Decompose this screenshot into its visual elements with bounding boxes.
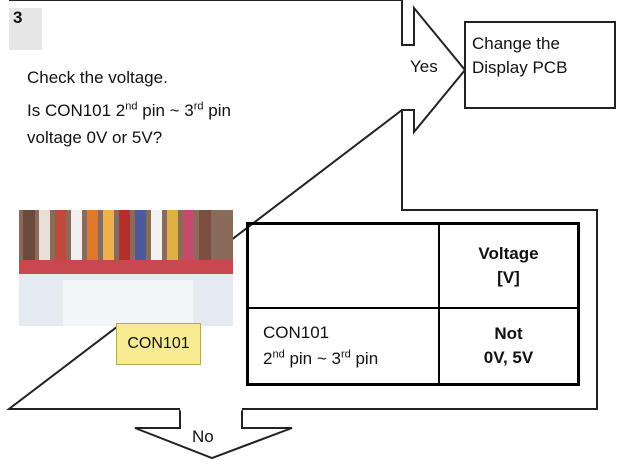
connector-photo: [19, 210, 233, 326]
result-line-1: Change the: [472, 32, 567, 56]
step-number: 3: [13, 8, 22, 28]
yes-label: Yes: [410, 57, 438, 77]
con101-label: CON101: [116, 323, 201, 365]
question-line-2: Is CON101 2nd pin ~ 3rd pin: [27, 99, 231, 123]
question-line-3: voltage 0V or 5V?: [27, 126, 162, 150]
result-line-2: Display PCB: [472, 56, 567, 80]
result-text: Change the Display PCB: [472, 32, 567, 80]
question-line-1: Check the voltage.: [27, 66, 168, 90]
table-header-empty: [248, 224, 440, 308]
table-row-pins: CON101 2nd pin ~ 3rd pin: [248, 308, 440, 385]
table-row-value: Not 0V, 5V: [439, 308, 579, 385]
voltage-table: Voltage [V] CON101 2nd pin ~ 3rd pin Not…: [246, 222, 580, 386]
table-header-voltage: Voltage [V]: [439, 224, 579, 308]
no-label: No: [192, 427, 214, 447]
